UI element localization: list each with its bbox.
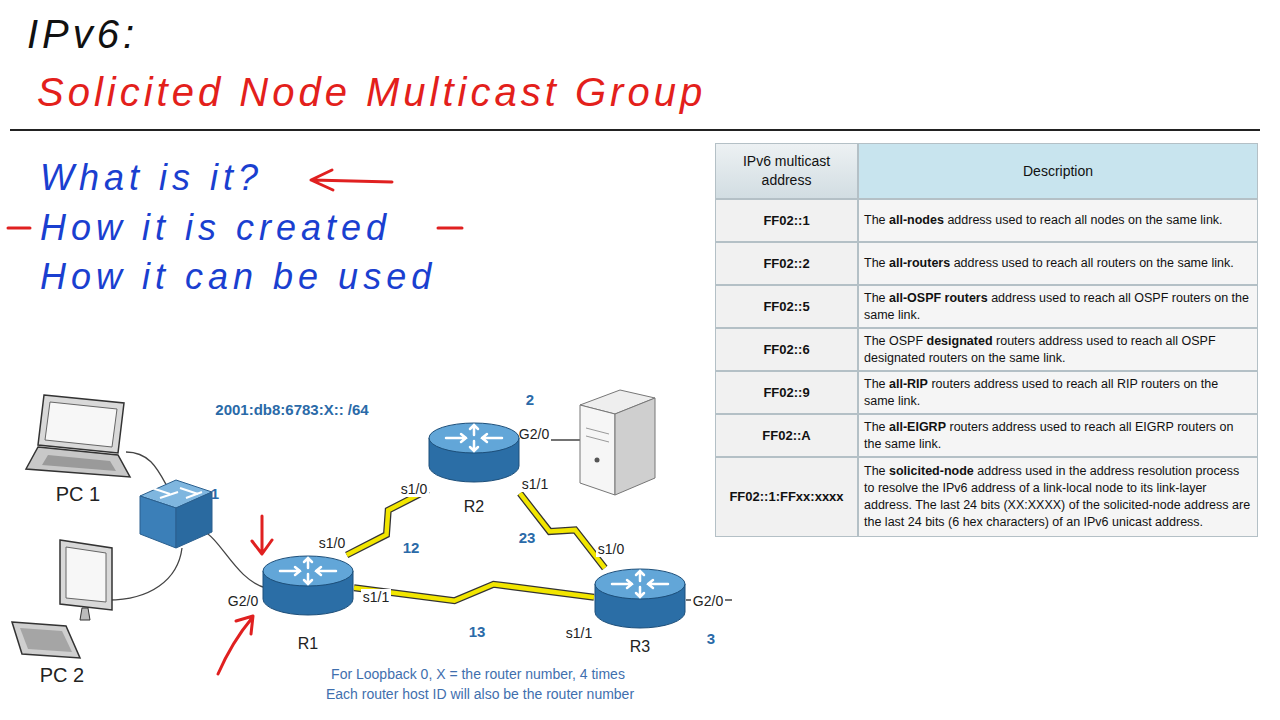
emphasis-text: all-nodes bbox=[889, 213, 944, 227]
device-name: PC 2 bbox=[38, 664, 86, 687]
multicast-address: FF02::6 bbox=[763, 341, 809, 359]
subnet-number: 2 bbox=[524, 391, 536, 408]
interface-name: s1/0 bbox=[317, 535, 347, 551]
router-icon bbox=[262, 555, 354, 617]
table-text: The bbox=[864, 420, 886, 434]
table-description-cell: The OSPF designated routers address used… bbox=[858, 328, 1258, 371]
table-address-cell: FF02::1:FFxx:xxxx bbox=[715, 457, 858, 537]
router-node: R2 bbox=[428, 422, 520, 516]
emphasis-text: all-OSPF routers bbox=[889, 291, 988, 305]
note: Each router host ID will also be the rou… bbox=[324, 686, 636, 702]
table-address-cell: FF02::1 bbox=[715, 199, 858, 242]
table-text: address used to reach all nodes on the s… bbox=[947, 213, 1222, 227]
table-header-cell: IPv6 multicast address bbox=[715, 143, 858, 199]
multicast-address: FF02::1:FFxx:xxxx bbox=[729, 488, 843, 506]
table-address-cell: FF02::6 bbox=[715, 328, 858, 371]
table-text: The OSPF bbox=[864, 334, 923, 348]
device-name: R3 bbox=[628, 638, 652, 656]
emphasis-text: solicited-node bbox=[889, 464, 974, 478]
router-icon bbox=[428, 422, 520, 484]
table-header: IPv6 multicast address bbox=[722, 152, 851, 190]
link-number: 12 bbox=[401, 539, 422, 556]
table-text: The bbox=[864, 291, 886, 305]
server-icon bbox=[580, 390, 655, 495]
multicast-address: FF02::5 bbox=[763, 298, 809, 316]
emphasis-text: designated bbox=[927, 334, 993, 348]
device-name: R2 bbox=[462, 498, 486, 516]
table-description-cell: The all-RIP routers address used to reac… bbox=[858, 371, 1258, 414]
title-rule bbox=[10, 129, 1260, 131]
emphasis-text: all-RIP bbox=[889, 377, 928, 391]
switch-icon bbox=[140, 480, 212, 548]
subtitle: Solicited Node Multicast Group bbox=[35, 69, 708, 115]
router-node: R3 bbox=[594, 568, 686, 656]
subnet-number: 1 bbox=[209, 485, 221, 502]
table-description-cell: The all-routers address used to reach al… bbox=[858, 242, 1258, 285]
bullet-text: How it is created bbox=[38, 207, 393, 248]
table-description-cell: The solicited-node address used in the a… bbox=[858, 457, 1258, 537]
interface-name: G2/0 bbox=[691, 593, 725, 609]
pc-node: PC 1 bbox=[22, 393, 134, 506]
desktop-icon bbox=[8, 538, 116, 660]
link-number: 13 bbox=[467, 623, 488, 640]
table-description-cell: The all-OSPF routers address used to rea… bbox=[858, 285, 1258, 328]
table-header-cell: Description bbox=[858, 143, 1258, 199]
bullet-text: What is it? bbox=[38, 157, 265, 198]
link-number: 23 bbox=[517, 529, 538, 546]
interface-name: s1/1 bbox=[361, 589, 391, 605]
emphasis-text: all-EIGRP bbox=[889, 420, 946, 434]
red-annotations bbox=[8, 170, 752, 674]
table-address-cell: FF02::9 bbox=[715, 371, 858, 414]
device-name: PC 1 bbox=[54, 483, 102, 506]
table-description-cell: The all-nodes address used to reach all … bbox=[858, 199, 1258, 242]
table-text: The bbox=[864, 256, 886, 270]
multicast-address: FF02::9 bbox=[763, 384, 809, 402]
note: For Loopback 0, X = the router number, 4… bbox=[329, 666, 627, 682]
title: IPv6: bbox=[27, 11, 138, 57]
subnet-number: 3 bbox=[705, 630, 717, 647]
table-text: The bbox=[864, 377, 886, 391]
table-text: The bbox=[864, 464, 886, 478]
interface-name: s1/0 bbox=[399, 481, 429, 497]
interface-name: s1/1 bbox=[520, 476, 550, 492]
interface-name: G2/0 bbox=[226, 593, 260, 609]
table-address-cell: FF02::5 bbox=[715, 285, 858, 328]
pc-node: PC 2 bbox=[8, 538, 116, 687]
table-address-cell: FF02::2 bbox=[715, 242, 858, 285]
network-prefix: 2001:db8:6783:X:: /64 bbox=[213, 401, 370, 418]
table-text: address used to reach all routers on the… bbox=[954, 256, 1234, 270]
interface-name: s1/0 bbox=[596, 541, 626, 557]
table-header: Description bbox=[1023, 162, 1093, 181]
table-text: The bbox=[864, 213, 886, 227]
emphasis-text: all-routers bbox=[889, 256, 950, 270]
multicast-address: FF02::1 bbox=[763, 212, 809, 230]
device-name: R1 bbox=[296, 635, 320, 653]
router-node: R1 bbox=[262, 555, 354, 653]
multicast-address: FF02::2 bbox=[763, 255, 809, 273]
interface-name: G2/0 bbox=[517, 426, 551, 442]
router-icon bbox=[594, 568, 686, 630]
interface-name: s1/1 bbox=[564, 625, 594, 641]
laptop-icon bbox=[22, 393, 134, 481]
table-description-cell: The all-EIGRP routers address used to re… bbox=[858, 414, 1258, 457]
table-address-cell: FF02::A bbox=[715, 414, 858, 457]
multicast-address: FF02::A bbox=[762, 427, 810, 445]
bullet-text: How it can be used bbox=[38, 256, 438, 297]
